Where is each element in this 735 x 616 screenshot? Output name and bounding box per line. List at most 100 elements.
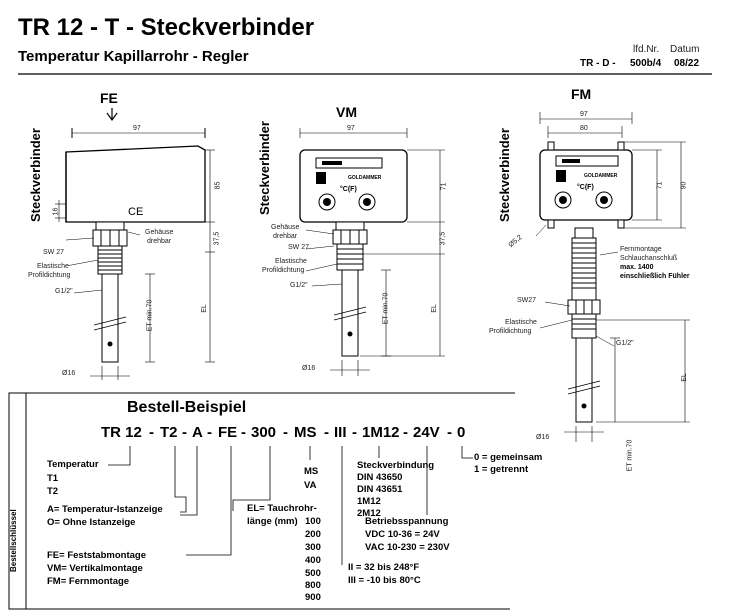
- vm-brand: GOLDAMMER: [348, 175, 382, 181]
- fe-dim-dia: Ø16: [62, 370, 76, 377]
- fe-note-seal-2: Profildichtung: [28, 272, 71, 279]
- legend-anzeige-o: O= Ohne Istanzeige: [47, 517, 136, 528]
- legend-length: 900: [305, 592, 321, 603]
- code-sep: -: [447, 424, 452, 441]
- fm-view-label: FM: [571, 86, 592, 102]
- fm-dim-inner: 80: [580, 125, 588, 132]
- fm-side-label: Steckverbinder: [497, 128, 512, 222]
- doc-prefix: TR - D -: [580, 58, 616, 69]
- vm-note-housing-2: drehbar: [273, 233, 298, 240]
- doc-number: 500b/4: [630, 58, 662, 69]
- legend-anzeige-a: A= Temperatur-Istanzeige: [47, 504, 163, 515]
- code-part: A: [192, 424, 203, 441]
- fm-dim-dia: Ø16: [536, 434, 550, 441]
- doc-date: 08/22: [674, 58, 700, 69]
- legend-length: 100: [305, 516, 321, 527]
- legend-connector-din1: DIN 43650: [357, 472, 403, 483]
- fm-note-thread: G1/2": [616, 340, 634, 347]
- code-part: TR 12: [101, 424, 142, 441]
- lfd-label: lfd.Nr.: [633, 44, 660, 55]
- code-sep: -: [324, 424, 329, 441]
- code-sep: -: [352, 424, 357, 441]
- fm-unit: °C(F): [577, 184, 594, 191]
- legend-t2: T2: [47, 486, 59, 497]
- code-sep: -: [207, 424, 212, 441]
- legend-el-2: länge (mm): [247, 516, 298, 527]
- vm-dim-el: EL: [430, 304, 438, 313]
- legend-range-ii: II = 32 bis 248°F: [348, 562, 420, 573]
- code-sep: -: [403, 424, 408, 441]
- fm-note-remote-2: Schlauchanschluß: [620, 255, 678, 262]
- legend-montage-fe: FE= Feststabmontage: [47, 550, 146, 561]
- fm-dim-width: 97: [580, 111, 588, 118]
- legend-material-ms: MS: [304, 466, 319, 477]
- legend-length: 500: [305, 568, 321, 579]
- document-subtitle: Temperatur Kapillarrohr - Regler: [18, 48, 249, 65]
- code-part: 0: [457, 424, 466, 441]
- fm-note-remote-1: Fernmontage: [620, 246, 662, 253]
- legend-montage-fm: FM= Fernmontage: [47, 576, 130, 587]
- code-part: T2: [160, 424, 178, 441]
- legend-voltage-title: Betriebsspannung: [365, 516, 449, 527]
- fe-dim-width: 97: [133, 125, 141, 132]
- legend-montage-vm: VM= Vertikalmontage: [47, 563, 143, 574]
- code-part: 300: [251, 424, 277, 441]
- legend-voltage-ac: VAC 10-230 = 230V: [365, 542, 450, 553]
- fm-note-sw: SW27: [517, 297, 537, 304]
- fe-view: [55, 108, 215, 380]
- document-title: TR 12 - T - Steckverbinder: [18, 14, 315, 41]
- fe-note-housing-1: Gehäuse: [145, 229, 174, 236]
- code-part: 24V: [413, 424, 440, 441]
- fe-dim-et: ET min.70: [146, 299, 154, 332]
- vm-note-sw: SW 27: [288, 244, 310, 251]
- order-title: Bestell-Beispiel: [127, 399, 247, 416]
- code-part: 1M12: [362, 424, 400, 441]
- legend-connector-1m12: 1M12: [357, 496, 381, 507]
- fe-dim-top: 16: [52, 207, 60, 216]
- fm-view: [535, 112, 690, 442]
- fe-note-thread: G1/2": [55, 288, 73, 295]
- fe-view-label: FE: [100, 90, 118, 106]
- code-sep: -: [182, 424, 187, 441]
- ce-mark: CE: [128, 206, 144, 218]
- fe-note-housing-2: drehbar: [147, 238, 172, 245]
- datum-label: Datum: [670, 44, 700, 55]
- code-part: FE: [218, 424, 238, 441]
- fe-dim-el: EL: [200, 304, 208, 313]
- legend-el-1: EL= Tauchrohr-: [247, 503, 317, 514]
- legend-connector-title: Steckverbindung: [357, 460, 435, 471]
- fm-dim-el: EL: [680, 373, 688, 382]
- vm-note-seal-2: Profildichtung: [262, 267, 305, 274]
- code-part: III: [334, 424, 347, 441]
- legend-option-0: 0 = gemeinsam: [474, 452, 543, 463]
- legend-length: 300: [305, 542, 321, 553]
- legend-temperatur: Temperatur: [47, 459, 99, 470]
- order-section-key: Bestellschlüssel: [9, 509, 18, 572]
- vm-view: [299, 128, 445, 376]
- vm-dim-width: 97: [347, 125, 355, 132]
- fe-note-sw: SW 27: [43, 249, 65, 256]
- fm-dim-height1: 71: [656, 181, 664, 190]
- code-sep: -: [241, 424, 246, 441]
- legend-length: 800: [305, 580, 321, 591]
- fe-side-label: Steckverbinder: [28, 128, 43, 222]
- legend-connector-2m12: 2M12: [357, 508, 381, 519]
- vm-dim-dia: Ø16: [302, 365, 316, 372]
- vm-unit: °C(F): [340, 186, 357, 193]
- fm-note-remote-3: max. 1400: [620, 264, 654, 271]
- fe-dim-height: 85: [214, 181, 222, 190]
- fm-note-remote-4: einschließlich Fühler: [620, 273, 690, 280]
- legend-length: 200: [305, 529, 321, 540]
- legend-range-iii: III = -10 bis 80°C: [348, 575, 421, 586]
- legend-t1: T1: [47, 473, 59, 484]
- vm-note-seal-1: Elastische: [275, 258, 307, 265]
- order-frame: [8, 392, 515, 610]
- fm-brand: GOLDAMMER: [584, 173, 618, 179]
- code-sep: -: [149, 424, 154, 441]
- fm-note-seal-2: Profildichtung: [489, 328, 532, 335]
- legend-option-1: 1 = getrennt: [474, 464, 529, 475]
- vm-dim-lower: 37,5: [439, 231, 447, 246]
- legend-length: 400: [305, 555, 321, 566]
- vm-side-label: Steckverbinder: [257, 121, 272, 215]
